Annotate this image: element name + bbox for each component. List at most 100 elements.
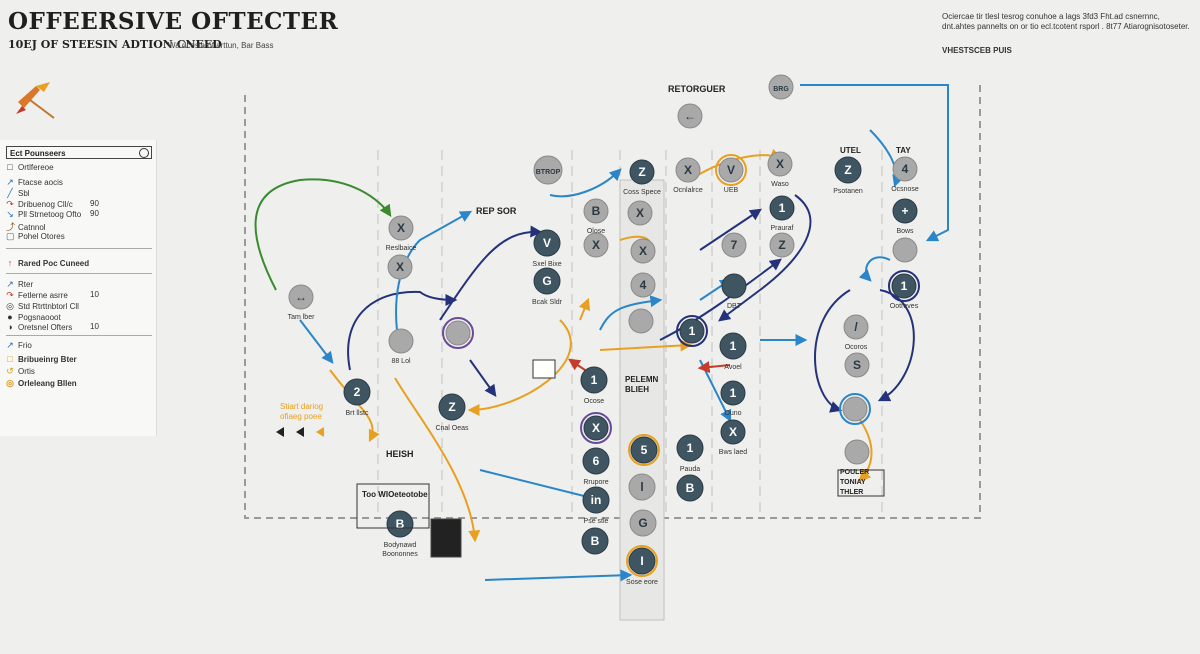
player-circle <box>388 215 414 241</box>
route-arrow <box>877 289 915 402</box>
legend-label: Rared Poc Cuneed <box>18 259 90 268</box>
field-label-retro: RETORGUER <box>668 84 726 94</box>
legend-label: Pll Strnetoog Ofto <box>18 210 82 219</box>
player-label: Cnal Oeas <box>435 425 469 432</box>
legend-label: Ortis <box>18 367 35 376</box>
player-node <box>628 308 654 334</box>
player-node: I <box>628 547 656 575</box>
player-glyph: BTROP <box>536 169 561 176</box>
legend-label: Dribuenog Cll/c <box>18 200 73 209</box>
legend-item: ◎ Std Rtrttnbtorl Cll <box>6 301 79 312</box>
legend-label: Bribueinrg Bter <box>18 355 77 364</box>
player-circle <box>834 156 862 184</box>
player-label: Rrupore <box>583 479 608 486</box>
legend-label: Catnnol <box>18 223 46 232</box>
route-arrow <box>347 290 458 371</box>
player-label: Coss Spece <box>623 189 661 196</box>
legend-divider <box>6 335 152 336</box>
field-label-start-note: ofiaeg poee <box>280 412 322 421</box>
legend-value: 90 <box>90 209 99 218</box>
player-node: Z <box>769 232 795 258</box>
player-glyph: ↔ <box>295 290 307 304</box>
field-outline <box>244 85 981 621</box>
player-label: Boononnes <box>382 551 418 558</box>
player-node <box>842 396 868 422</box>
player-label: Bodynawd <box>384 542 417 549</box>
player-circle <box>580 366 608 394</box>
route-arrow <box>814 289 851 413</box>
legend-toggle-icon[interactable] <box>139 148 149 158</box>
player-circle <box>581 527 609 555</box>
player-node: 1 <box>769 195 795 221</box>
legend-label: Std Rtrttnbtorl Cll <box>18 302 79 311</box>
logo-icon <box>10 78 58 127</box>
player-circle <box>630 436 658 464</box>
field-label-box-label: Too WIOeteotobe <box>362 490 428 499</box>
player-circle <box>445 320 471 346</box>
page-title: OFFEERSIVE OFTECTER <box>8 8 339 35</box>
player-glyph: 5 <box>641 443 648 457</box>
player-node: G <box>629 509 657 537</box>
legend-swatch-icon: ⤴ <box>6 222 16 232</box>
player-glyph: 6 <box>593 454 600 468</box>
field-label-pouler: POULER <box>840 469 869 476</box>
player-label: Ocoros <box>845 344 868 351</box>
player-glyph: S <box>853 358 861 372</box>
player-glyph: X <box>592 421 600 435</box>
player-circle <box>767 151 793 177</box>
player-circle <box>343 378 371 406</box>
legend-swatch-icon: ↗ <box>6 279 14 289</box>
player-circle <box>842 396 868 422</box>
player-glyph: 2 <box>354 385 361 399</box>
player-label: Avoel <box>724 364 742 371</box>
player-glyph: Z <box>448 400 455 414</box>
player-node: X <box>627 200 653 226</box>
player-circle <box>387 254 413 280</box>
player-node: BTROP <box>533 155 563 185</box>
player-glyph: 1 <box>591 373 598 387</box>
player-node: X <box>675 157 701 183</box>
legend-swatch-icon: ↘ <box>6 209 14 219</box>
player-label: Ocnlalrce <box>673 187 703 194</box>
legend-label: Oretsnel Ofters <box>18 323 73 332</box>
player-node: B <box>386 510 414 538</box>
highlight-ring <box>442 317 474 349</box>
legend-item: ↗Ftacse aocis <box>6 177 63 188</box>
player-node: 4 <box>630 272 656 298</box>
player-label: Prauraf <box>771 225 794 232</box>
highlight-ring <box>888 270 920 302</box>
player-label: Tam lber <box>288 314 316 321</box>
route-arrow <box>467 319 572 416</box>
player-glyph: BRG <box>773 86 789 93</box>
player-label: Psotanen <box>833 188 863 195</box>
route-arrow <box>479 469 603 504</box>
route-arrow <box>599 295 663 331</box>
player-circle <box>388 328 414 354</box>
player-node: B <box>581 527 609 555</box>
player-glyph: 1 <box>901 279 908 293</box>
legend-swatch-icon: ◎ <box>6 301 14 311</box>
player-label: Pauda <box>680 466 700 473</box>
route-arrow <box>869 129 904 188</box>
route-arrow <box>858 256 891 282</box>
player-circle <box>583 415 609 441</box>
player-glyph: 1 <box>730 386 737 400</box>
player-label: Bows <box>896 228 914 235</box>
player-circle <box>719 332 747 360</box>
player-circle <box>675 157 701 183</box>
pouler-box <box>837 469 885 497</box>
player-node: ↔ <box>288 284 314 310</box>
top-label: VHESTSCEB PUIS <box>942 46 1012 55</box>
label-box <box>356 483 430 529</box>
player-node: B <box>676 474 704 502</box>
player-node: 4 <box>892 156 918 182</box>
legend-item: ↗Rter <box>6 279 33 290</box>
player-circle <box>891 273 917 299</box>
player-glyph: 1 <box>779 201 786 215</box>
route-arrow <box>484 569 633 582</box>
legend-swatch-icon: ↷ <box>6 199 14 209</box>
legend-label: Sbl <box>18 189 30 198</box>
